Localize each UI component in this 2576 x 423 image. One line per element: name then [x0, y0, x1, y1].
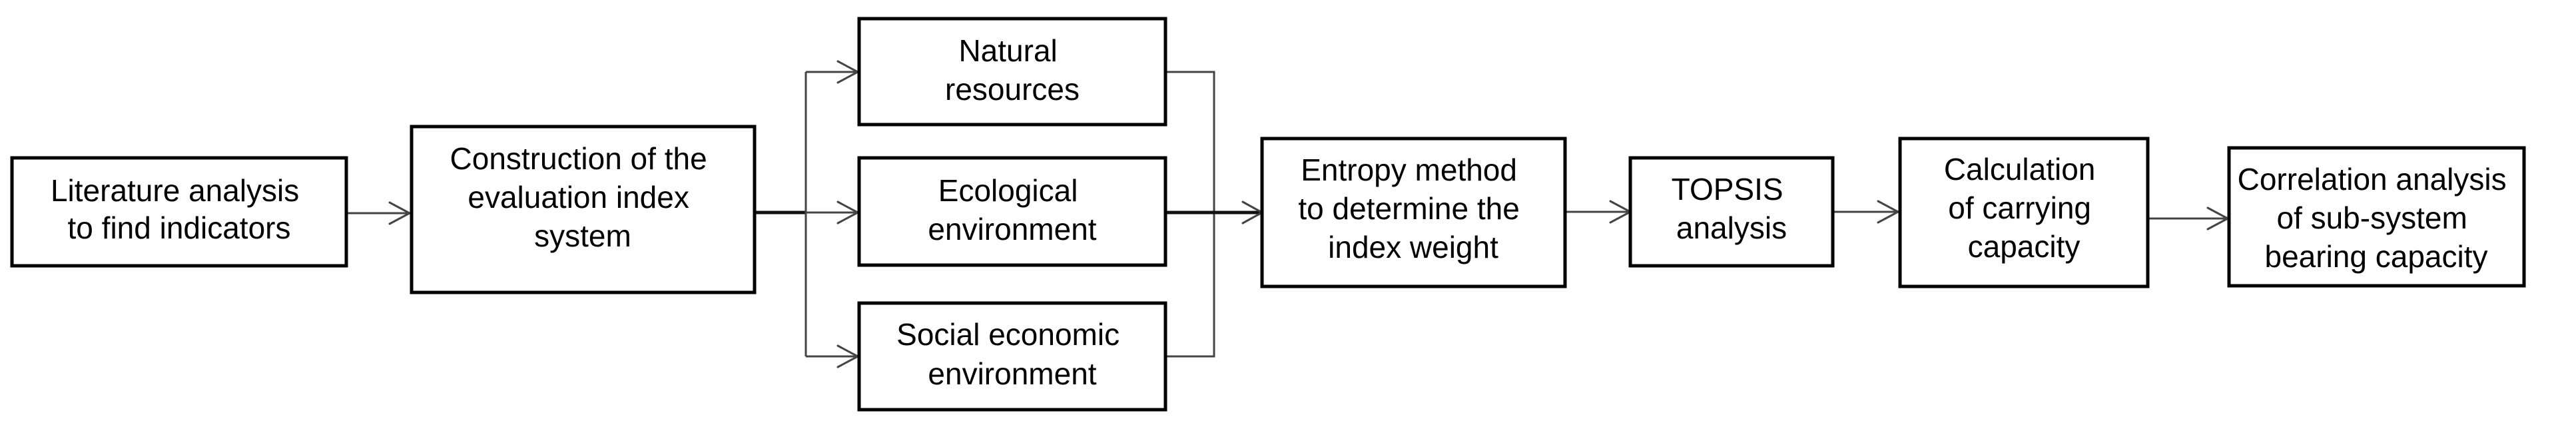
node-entropy-line-3: index weight	[1328, 230, 1498, 264]
node-construction-line-1: Construction of the	[450, 141, 707, 176]
svg-text:TOPSIS analysis: TOPSIS analysis	[1672, 172, 1792, 245]
svg-text:Entropy method to determ: Entropy method to determine the index we…	[1298, 153, 1528, 264]
node-construction-line-3: system	[534, 218, 631, 253]
node-literature: Literature analysis to find indicators	[10, 156, 348, 268]
node-social-line-2: environment	[928, 356, 1096, 391]
node-ecological-line-2: environment	[928, 212, 1096, 246]
node-topsis: TOPSIS analysis	[1628, 156, 1835, 268]
svg-text:Correlation analysis of: Correlation analysis of sub-system beari…	[2238, 162, 2515, 274]
node-construction-line-2: evaluation index	[468, 180, 689, 214]
node-calculation-line-2: of carrying	[1948, 191, 2091, 225]
node-literature-line-2: to find indicators	[68, 211, 291, 245]
node-entropy-line-1: Entropy method	[1301, 153, 1517, 187]
svg-text:Natural resources: Natural resources	[945, 33, 1080, 107]
arrowhead-calculation	[1877, 200, 1899, 224]
node-topsis-line-2: analysis	[1676, 211, 1787, 245]
connector-social-to-merge	[1165, 212, 1215, 358]
node-entropy-line-2: to determine the	[1298, 191, 1519, 226]
node-calculation-line-3: capacity	[1968, 229, 2081, 264]
node-social: Social economic environment	[857, 301, 1167, 412]
node-ecological: Ecological environment	[857, 156, 1167, 267]
svg-text:Literature analysis to f: Literature analysis to find indicators	[51, 173, 308, 245]
node-social-line-1: Social economic	[896, 317, 1120, 352]
node-ecological-line-1: Ecological	[938, 173, 1078, 208]
node-natural: Natural resources	[857, 17, 1167, 127]
node-topsis-line-1: TOPSIS	[1672, 172, 1783, 207]
node-correlation-line-1: Correlation analysis	[2238, 162, 2507, 197]
node-correlation: Correlation analysis of sub-system beari…	[2227, 146, 2526, 288]
node-literature-line-1: Literature analysis	[51, 173, 299, 208]
svg-text:Calculation of carrying: Calculation of carrying capacity	[1944, 152, 2104, 264]
node-construction: Construction of the evaluation index sys…	[410, 125, 757, 294]
node-natural-line-2: resources	[945, 72, 1080, 107]
svg-text:Social economic environm: Social economic environment	[896, 317, 1128, 391]
svg-text:Construction of the eval: Construction of the evaluation index sys…	[450, 141, 716, 253]
arrowhead-construction	[388, 201, 411, 225]
node-calculation-line-1: Calculation	[1944, 152, 2096, 187]
node-entropy: Entropy method to determine the index we…	[1260, 137, 1567, 288]
node-calculation: Calculation of carrying capacity	[1898, 137, 2150, 288]
node-natural-line-1: Natural	[958, 33, 1057, 68]
node-correlation-line-2: of sub-system	[2276, 201, 2467, 235]
connector-natural-to-merge	[1165, 71, 1215, 212]
node-correlation-line-3: bearing capacity	[2265, 239, 2488, 274]
svg-text:Ecological environment: Ecological environment	[928, 173, 1096, 246]
